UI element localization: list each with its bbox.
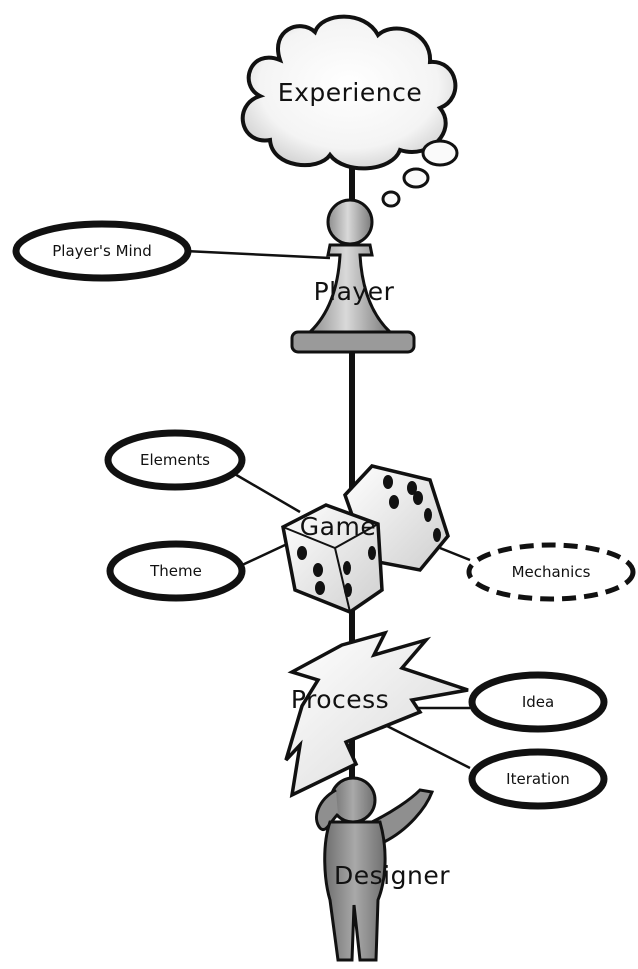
theme-label: Theme: [149, 562, 202, 580]
cloud-icon: [240, 14, 459, 208]
mechanics-oval: Mechanics: [466, 542, 636, 602]
elements-label: Elements: [140, 451, 210, 469]
designer-label: Designer: [334, 861, 450, 890]
lightning-icon: [284, 630, 469, 799]
player-label: Player: [314, 277, 395, 306]
theme-oval: Theme: [106, 540, 246, 602]
person-icon: [315, 776, 435, 962]
dice-icon: [281, 464, 450, 614]
game-label: Game: [300, 512, 376, 541]
idea-label: Idea: [522, 693, 554, 711]
elements-oval: Elements: [104, 429, 246, 491]
pawn-icon: [290, 198, 416, 354]
iteration-label: Iteration: [506, 770, 570, 788]
idea-oval: Idea: [468, 671, 608, 733]
process-label: Process: [291, 685, 389, 714]
players-mind-oval: Player's Mind: [12, 220, 192, 282]
experience-label: Experience: [278, 78, 422, 107]
players-mind-label: Player's Mind: [52, 242, 152, 260]
iteration-oval: Iteration: [468, 748, 608, 810]
mechanics-label: Mechanics: [512, 563, 591, 581]
